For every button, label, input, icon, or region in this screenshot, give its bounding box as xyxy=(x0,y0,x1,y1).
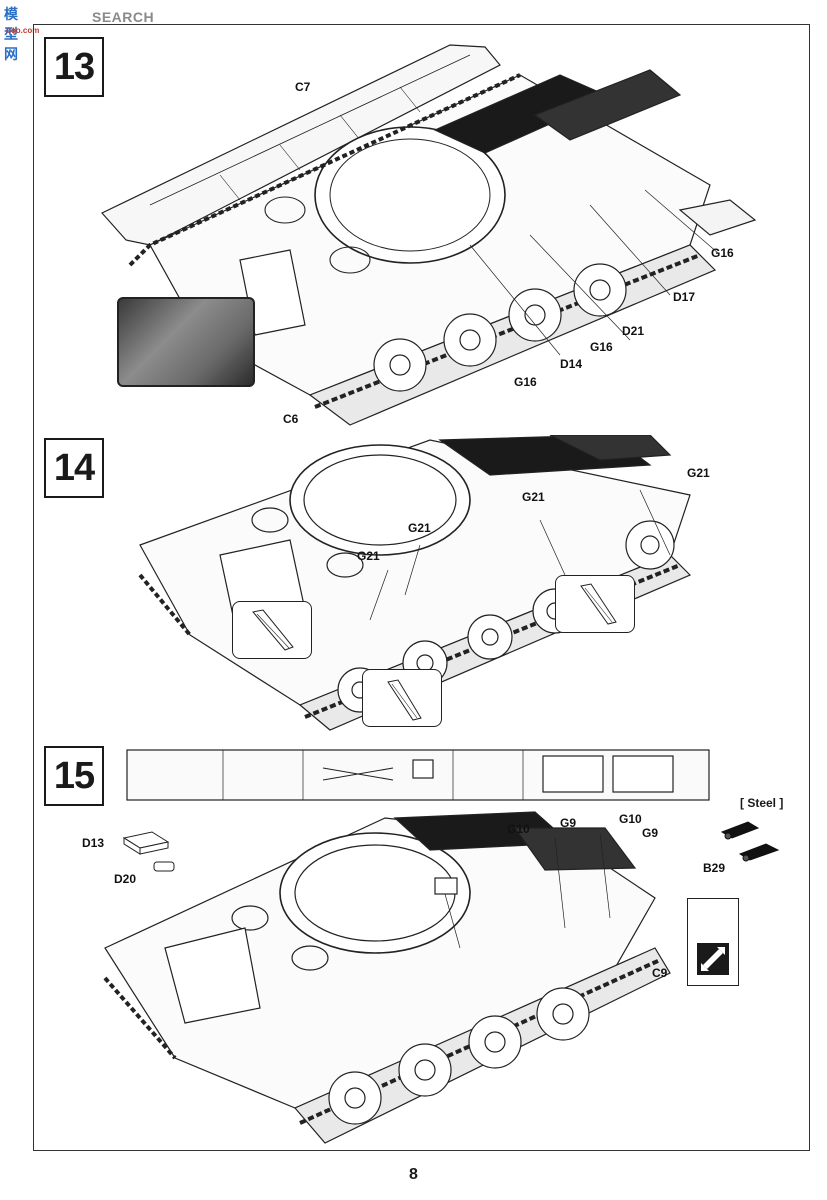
part-label-g21: G21 xyxy=(357,549,380,563)
part-label-d17: D17 xyxy=(673,290,696,304)
watermark-search-text: SEARCH xyxy=(92,9,155,25)
part-label-g16: G16 xyxy=(590,340,613,354)
part-label-d13: D13 xyxy=(82,836,105,850)
flip-part-icon xyxy=(697,943,729,975)
part-label-c7: C7 xyxy=(295,80,311,94)
step-14-number: 14 xyxy=(53,446,95,489)
part-label-g16: G16 xyxy=(514,375,537,389)
flip-part-indicator-box xyxy=(687,898,739,986)
step-14-number-box: 14 xyxy=(44,438,104,498)
part-label-d20: D20 xyxy=(114,872,137,886)
watermark-logo: 模型网 xyxy=(4,7,18,63)
part-label-b29: B29 xyxy=(703,861,726,875)
bracket-detail-drawing xyxy=(387,679,422,721)
step-14-detail-callout-center xyxy=(362,669,442,727)
part-label-g21: G21 xyxy=(687,466,710,480)
step-13-number: 13 xyxy=(53,45,95,88)
part-label-g9: G9 xyxy=(560,816,577,830)
step-15-hull-bottom-plate-drawing xyxy=(126,749,710,801)
step-13-hull-drawing xyxy=(101,44,757,426)
step-14-detail-callout-right xyxy=(555,575,635,633)
part-label-g10: G10 xyxy=(619,812,642,826)
part-label-g10: G10 xyxy=(507,822,530,836)
part-label-g21: G21 xyxy=(522,490,545,504)
step-14-detail-callout-left xyxy=(232,601,312,659)
watermark-url: ooo.com xyxy=(6,26,40,35)
step-13-number-box: 13 xyxy=(44,37,104,97)
instruction-page-frame xyxy=(33,24,810,1151)
bracket-detail-drawing xyxy=(252,609,294,651)
part-label-g9: G9 xyxy=(642,826,659,840)
part-label-c6: C6 xyxy=(283,412,299,426)
part-label-g16: G16 xyxy=(711,246,734,260)
steel-parts-note: [ Steel ] xyxy=(740,796,784,810)
part-label-g21: G21 xyxy=(408,521,431,535)
part-label-d21: D21 xyxy=(622,324,645,338)
part-label-c9: C9 xyxy=(652,966,668,980)
step-13-detail-photo xyxy=(117,297,255,387)
step-15-hull-drawing xyxy=(103,811,671,1144)
page-number: 8 xyxy=(409,1166,418,1183)
step-15-number-box: 15 xyxy=(44,746,104,806)
part-label-d14: D14 xyxy=(560,357,583,371)
steel-track-link-drawing xyxy=(720,821,780,862)
part-d13-d20-drawing xyxy=(122,831,175,872)
bracket-detail-drawing xyxy=(580,583,617,625)
step-15-number: 15 xyxy=(53,754,95,797)
